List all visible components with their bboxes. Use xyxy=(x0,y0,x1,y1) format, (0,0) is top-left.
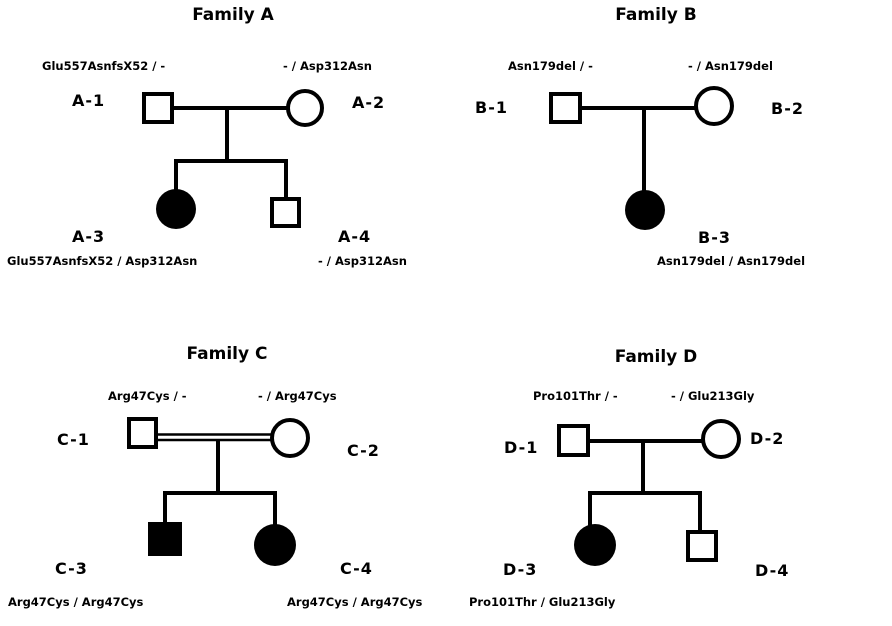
b3-affected-female-symbol xyxy=(625,190,665,230)
a3-label: A-3 xyxy=(72,227,106,246)
d2-genotype: - / Glu213Gly xyxy=(671,389,755,403)
a4-genotype: - / Asp312Asn xyxy=(318,254,407,268)
d4-male-symbol xyxy=(686,530,718,562)
b3-label: B-3 xyxy=(698,228,731,247)
c4-label: C-4 xyxy=(340,559,373,578)
b2-label: B-2 xyxy=(771,99,804,118)
family-b-title: Family B xyxy=(615,5,697,25)
d4-label: D-4 xyxy=(755,561,790,580)
a3-genotype: Glu557AsnfsX52 / Asp312Asn xyxy=(7,254,198,268)
c2-label: C-2 xyxy=(347,441,380,460)
b1-genotype: Asn179del / - xyxy=(508,59,593,73)
family-c-title: Family C xyxy=(186,344,268,364)
family-b-pedigree xyxy=(549,86,734,230)
c1-label: C-1 xyxy=(57,430,90,449)
c2-genotype: - / Arg47Cys xyxy=(258,389,337,403)
d1-male-symbol xyxy=(557,424,590,457)
a3-affected-female-symbol xyxy=(156,189,196,229)
b1-male-symbol xyxy=(549,92,582,124)
family-a-pedigree xyxy=(142,89,324,229)
d2-label: D-2 xyxy=(750,429,785,448)
family-c-pedigree xyxy=(127,417,310,566)
a2-label: A-2 xyxy=(352,93,386,112)
a1-genotype: Glu557AsnfsX52 / - xyxy=(42,59,166,73)
c3-label: C-3 xyxy=(55,559,88,578)
c4-affected-female-symbol xyxy=(254,524,296,566)
c1-genotype: Arg47Cys / - xyxy=(108,389,187,403)
d2-female-symbol xyxy=(701,419,741,459)
d1-genotype: Pro101Thr / - xyxy=(533,389,618,403)
c2-female-symbol xyxy=(270,418,310,458)
a4-label: A-4 xyxy=(338,227,372,246)
a4-male-symbol xyxy=(270,197,301,228)
b1-label: B-1 xyxy=(475,98,508,117)
c4-genotype: Arg47Cys / Arg47Cys xyxy=(287,595,423,609)
d1-label: D-1 xyxy=(504,438,539,457)
c3-genotype: Arg47Cys / Arg47Cys xyxy=(8,595,144,609)
d3-affected-female-symbol xyxy=(574,524,616,566)
d3-label: D-3 xyxy=(503,560,538,579)
c1-male-symbol xyxy=(127,417,158,449)
family-d-title: Family D xyxy=(614,347,698,367)
a1-male-symbol xyxy=(142,92,174,124)
a2-female-symbol xyxy=(286,89,324,127)
family-a-title: Family A xyxy=(192,5,274,25)
b3-genotype: Asn179del / Asn179del xyxy=(657,254,806,268)
d3-genotype: Pro101Thr / Glu213Gly xyxy=(469,595,616,609)
a1-label: A-1 xyxy=(72,91,106,110)
b2-genotype: - / Asn179del xyxy=(688,59,773,73)
family-d-pedigree xyxy=(557,419,741,566)
b2-female-symbol xyxy=(694,86,734,126)
a2-genotype: - / Asp312Asn xyxy=(283,59,372,73)
c3-affected-male-symbol xyxy=(148,522,182,556)
